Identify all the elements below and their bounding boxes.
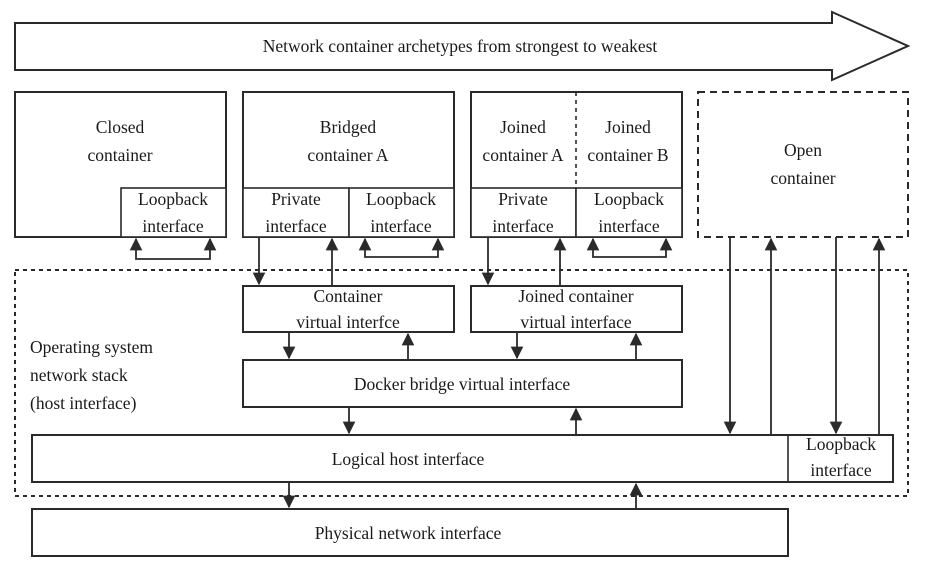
svg-text:interface: interface [598,216,659,236]
svg-text:Docker bridge virtual interfac: Docker bridge virtual interface [354,374,570,394]
svg-text:Loopback: Loopback [138,189,208,209]
svg-text:network stack: network stack [30,365,128,385]
bridged-container-a: Bridged container A Private interface Lo… [242,91,455,258]
banner-label: Network container archetypes from strong… [263,36,658,56]
svg-text:container A: container A [482,145,564,165]
svg-text:container: container [770,168,835,188]
joined-loopback-interface [575,187,683,238]
svg-text:container B: container B [587,145,668,165]
svg-text:Container: Container [313,286,382,306]
bridged-loopback-interface [348,187,455,238]
svg-text:interface: interface [370,216,431,236]
svg-text:virtual interface: virtual interface [520,312,631,332]
joined-container-a-title: Joined [500,117,546,137]
container-virtual-interface: Container virtual interfce [242,285,455,333]
svg-text:Private: Private [498,189,548,209]
svg-text:interface: interface [492,216,553,236]
joined-loopback-arrow [586,237,673,258]
open-container-title: Open [784,140,822,160]
svg-text:(host interface): (host interface) [30,393,137,413]
svg-text:Logical host interface: Logical host interface [332,449,485,469]
svg-text:Joined container: Joined container [518,286,633,306]
strength-banner-arrow: Network container archetypes from strong… [14,10,911,82]
svg-text:interface: interface [810,460,871,480]
svg-text:interface: interface [265,216,326,236]
docker-bridge-virtual-interface: Docker bridge virtual interface [242,359,683,408]
svg-text:Loopback: Loopback [594,189,664,209]
open-container: Open container [697,91,909,238]
closed-container: Closed container Loopback interface [14,91,227,260]
joined-containers: Joined container A Joined container B Pr… [470,91,683,258]
joined-container-virtual-interface: Joined container virtual interface [470,285,683,333]
svg-text:Operating system: Operating system [30,337,153,357]
svg-text:Loopback: Loopback [366,189,436,209]
joined-container-b-title: Joined [605,117,651,137]
svg-text:container A: container A [307,145,389,165]
svg-text:Physical network interface: Physical network interface [315,523,502,543]
physical-network-interface: Physical network interface [31,508,789,557]
bridged-loopback-arrow [358,237,445,258]
logical-host-interface: Logical host interface Loopback interfac… [31,434,894,483]
svg-text:container: container [87,145,152,165]
host-loopback-interface: Loopback [806,434,876,454]
bridged-container-title: Bridged [320,117,377,137]
closed-container-title: Closed [96,117,145,137]
closed-loopback-arrow [129,237,217,260]
svg-text:virtual interfce: virtual interfce [296,312,400,332]
svg-text:interface: interface [142,216,203,236]
connection-arrows [252,237,886,509]
closed-loopback-interface [120,187,227,238]
svg-text:Private: Private [271,189,321,209]
host-stack-label: Operating system network stack (host int… [30,337,153,413]
